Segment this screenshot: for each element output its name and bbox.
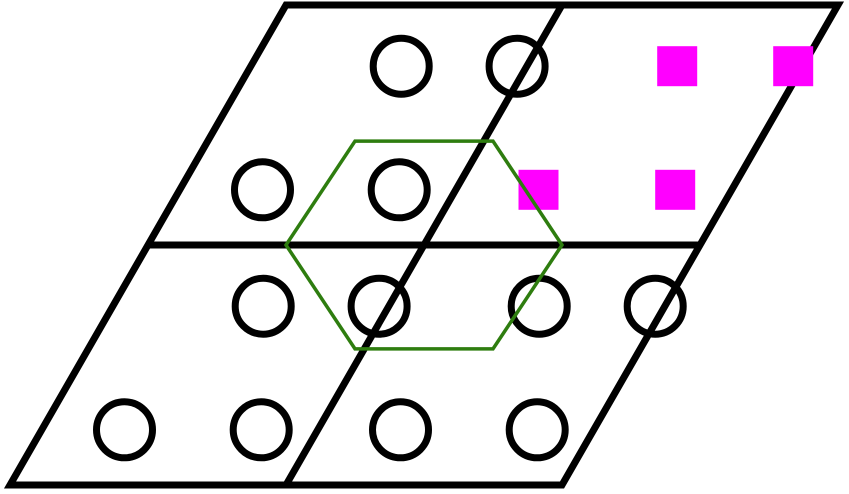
square-marker [773, 46, 814, 87]
square-marker [657, 46, 698, 87]
square-marker [655, 169, 696, 210]
grid-outline [3, 1, 845, 489]
circle-marker [231, 274, 295, 338]
circle-marker [367, 158, 431, 222]
circle-marker [229, 398, 293, 462]
cell-markers [93, 34, 814, 462]
circle-marker [505, 398, 569, 462]
rhombus-grid [3, 1, 845, 489]
circle-marker [623, 274, 687, 338]
circle-marker [485, 34, 549, 98]
circle-marker [369, 398, 432, 462]
hexagon-outline [283, 139, 565, 351]
grid-line-slanted [282, 3, 566, 487]
circle-marker [369, 34, 433, 98]
circle-marker [347, 274, 411, 338]
circle-marker [93, 398, 156, 462]
circle-marker [231, 158, 294, 222]
hexagon-overlay [283, 139, 565, 351]
